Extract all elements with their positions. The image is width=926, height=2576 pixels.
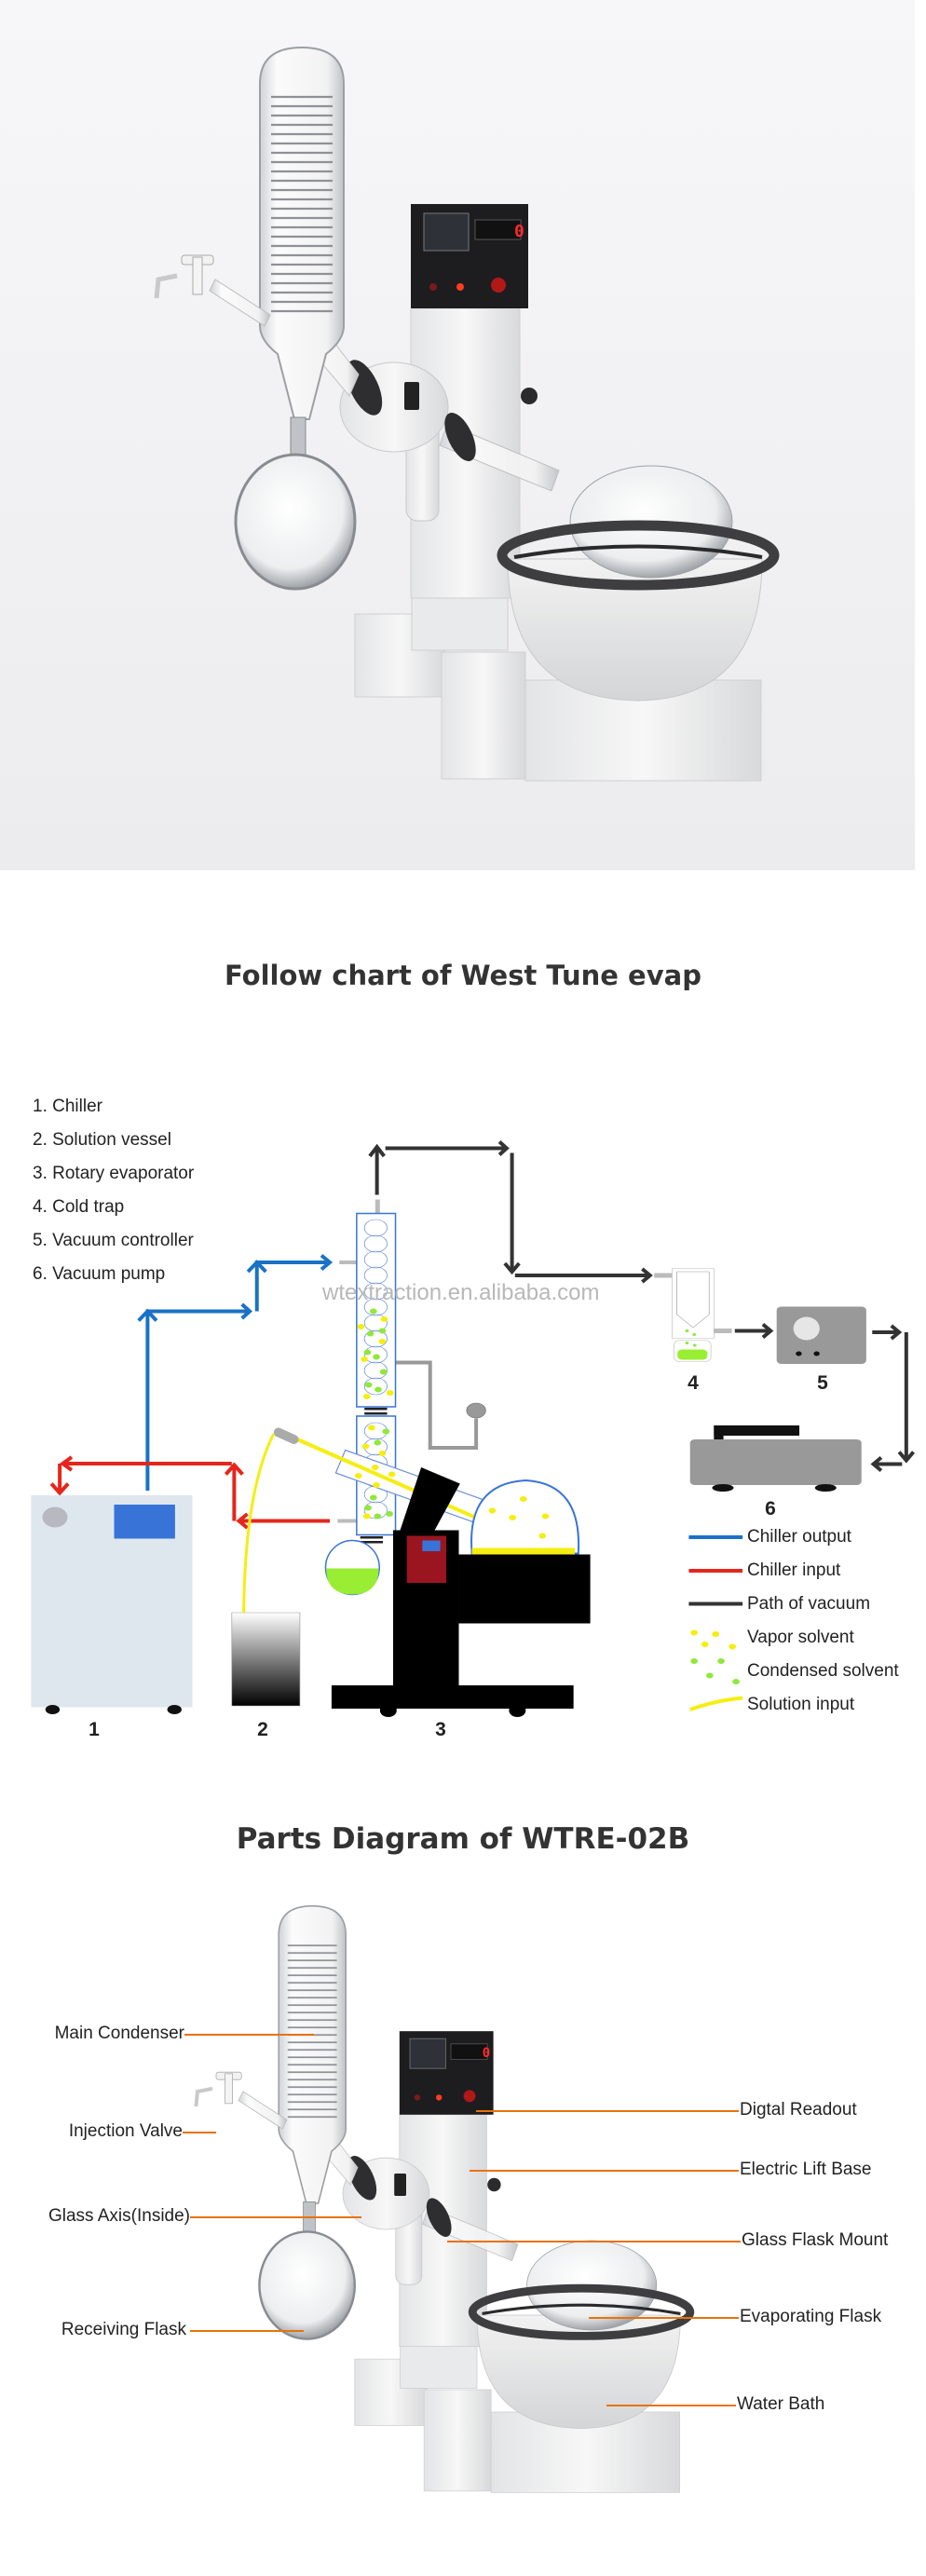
label-3: 3 — [435, 1719, 446, 1740]
label-main-condenser: Main Condenser — [54, 2024, 184, 2043]
list-item-cold-trap: 4. Cold trap — [33, 1197, 125, 1217]
condenser — [357, 1214, 396, 1544]
solution-input-line — [244, 1434, 274, 1613]
rotary-evaporator — [331, 1467, 591, 1717]
label-evaporating-flask: Evaporating Flask — [740, 2307, 882, 2326]
list-item-chiller: 1. Chiller — [33, 1097, 102, 1116]
label-1: 1 — [89, 1719, 100, 1740]
label-digital-readout: Digtal Readout — [740, 2100, 857, 2119]
legend-condensed-solvent: Condensed solvent — [747, 1661, 899, 1681]
vacuum-controller — [776, 1306, 866, 1364]
list-item-vacuum-controller: 5. Vacuum controller — [33, 1231, 194, 1250]
label-glass-axis: Glass Axis(Inside) — [48, 2206, 190, 2226]
legend-solution-swatch — [690, 1698, 742, 1711]
vapor-solvent-dots — [354, 1316, 737, 1650]
label-4: 4 — [688, 1372, 699, 1394]
parts-diagram: Parts Diagram of WTRE-02B Main Condenser… — [0, 1770, 926, 2576]
rotary-evaporator-image — [196, 1906, 689, 2493]
watermark: wtextraction.en.alibaba.com — [322, 1280, 600, 1305]
label-glass-flask-mount: Glass Flask Mount — [742, 2230, 889, 2250]
label-receiving-flask: Receiving Flask — [61, 2320, 186, 2339]
legend-vapor-solvent: Vapor solvent — [747, 1628, 854, 1647]
label-injection-valve: Injection Valve — [68, 2121, 183, 2141]
list-item-solution-vessel: 2. Solution vessel — [33, 1130, 171, 1150]
legend-chiller-input: Chiller input — [747, 1561, 841, 1580]
legend-chiller-output: Chiller output — [747, 1527, 851, 1547]
condensed-solvent-dots — [363, 1308, 740, 1684]
label-6: 6 — [765, 1498, 776, 1520]
chiller — [31, 1495, 193, 1714]
list-item-rotary-evaporator: 3. Rotary evaporator — [33, 1164, 195, 1183]
flow-chart: 1. Chiller 2. Solution vessel 3. Rotary … — [0, 1025, 926, 1751]
legend-path-of-vacuum: Path of vacuum — [747, 1594, 871, 1614]
legend-solution-input: Solution input — [747, 1695, 855, 1714]
label-5: 5 — [817, 1372, 828, 1394]
label-electric-lift-base: Electric Lift Base — [740, 2160, 872, 2179]
solution-vessel — [231, 1612, 301, 1707]
parts-diagram-title: Parts Diagram of WTRE-02B — [236, 1822, 690, 1856]
vacuum-path — [370, 1142, 914, 1471]
product-photo: Follow chart of West Tune evap — [0, 0, 926, 1025]
label-water-bath: Water Bath — [737, 2394, 825, 2414]
flow-chart-title: Follow chart of West Tune evap — [225, 960, 701, 991]
list-item-vacuum-pump: 6. Vacuum pump — [33, 1264, 166, 1284]
vacuum-pump — [689, 1425, 862, 1492]
cold-trap — [672, 1268, 715, 1362]
gauge — [466, 1402, 486, 1419]
label-2: 2 — [257, 1719, 268, 1740]
